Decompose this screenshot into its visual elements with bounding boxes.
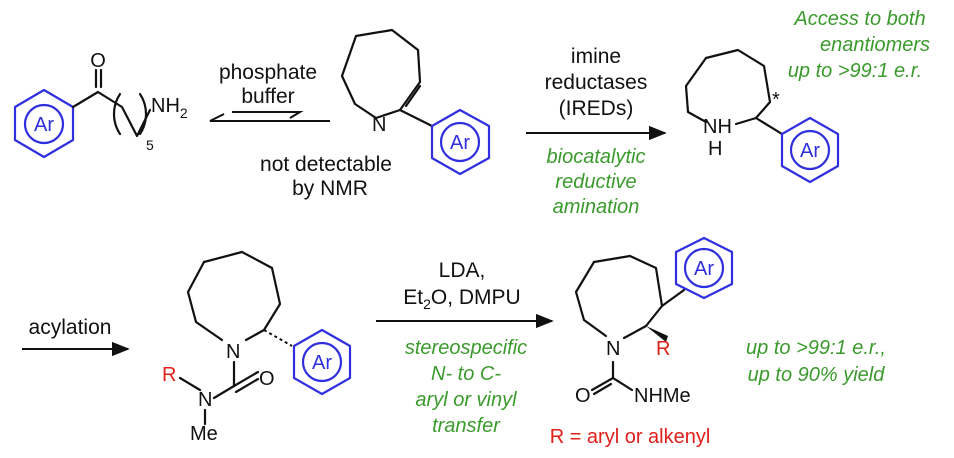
azepane-product-structure: NH H * Ar [684,48,840,184]
reagent-line1: LDA, [439,259,486,282]
carbonyl-oxygen-label: O [259,368,275,390]
carbonyl-oxygen-label: O [575,385,591,407]
enantiomer-note-line2: enantiomers [820,34,930,56]
enantiomer-note-line1: Access to both [793,8,925,30]
aryl-label: Ar [694,258,714,280]
equilibrium-arrows: phosphate buffer [209,61,330,122]
urea-intermediate-structure: N Ar O N R Me [162,250,352,445]
amine-h-label: H [708,138,722,160]
arylated-azepane-product: N R Ar O NHMe R = aryl or alkenyl [550,236,734,448]
nhme-label: NHMe [634,385,691,407]
aryl-label: Ar [450,132,470,154]
ring-nitrogen-label: N [606,338,620,360]
process-line3: amination [553,196,640,218]
ired-reaction-arrow: imine reductases (IREDs) biocatalytic re… [526,45,667,218]
process-line4: transfer [432,415,501,437]
amine-nh-label: NH [703,116,732,138]
reagent-line3: (IREDs) [559,97,634,120]
r-definition: R = aryl or alkenyl [550,426,711,448]
process-line1: stereospecific [405,337,527,359]
reagent-line2: reductases [545,71,648,94]
process-line2: reductive [555,171,636,193]
enantiomer-note: Access to both enantiomers up to >99:1 e… [788,8,930,82]
aryl-ring: Ar [13,88,75,159]
aryl-ring: Ar [674,236,734,300]
process-line2: N- to C- [431,363,501,385]
aryl-ring: Ar [780,116,840,184]
chain-length-label: 5 [146,137,154,153]
enantiomer-note-line3: up to >99:1 e.r. [788,60,922,82]
oxygen-label: O [90,50,106,72]
yield-note-line2: up to 90% yield [748,364,886,386]
imine-nitrogen-label: N [372,114,386,136]
process-line1: biocatalytic [547,146,646,168]
aryl-transfer-arrow: LDA, Et2O, DMPU stereospecific N- to C- … [376,259,554,437]
r-group-label: R [162,364,176,386]
equilibrium-label-line1: phosphate [219,61,317,84]
reagent-line1: imine [571,45,621,68]
cyclic-imine-structure: N Ar not detectable by NMR [260,28,491,200]
amine-label: NH2 [151,95,188,121]
reagent-line2: Et2O, DMPU [403,286,520,312]
yield-note-line1: up to >99:1 e.r., [746,337,886,359]
aryl-label: Ar [34,114,54,136]
imine-note-line2: by NMR [292,177,368,200]
aryl-ring: Ar [292,328,352,396]
imine-note-line1: not detectable [260,153,392,176]
equilibrium-label-line2: buffer [241,85,294,108]
aryl-label: Ar [800,140,820,162]
methyl-label: Me [190,423,218,445]
yield-note: up to >99:1 e.r., up to 90% yield [746,337,886,386]
acylation-arrow: acylation [22,316,130,357]
ring-nitrogen-label: N [226,341,240,363]
acylation-label: acylation [29,316,112,339]
stereocenter-star: * [772,89,780,111]
amino-ketone-structure: Ar O 5 NH2 [13,50,188,159]
r-group-label: R [656,338,670,360]
aryl-label: Ar [312,352,332,374]
aryl-ring: Ar [430,108,491,176]
amide-nitrogen-label: N [198,389,212,411]
process-line3: aryl or vinyl [415,389,517,411]
